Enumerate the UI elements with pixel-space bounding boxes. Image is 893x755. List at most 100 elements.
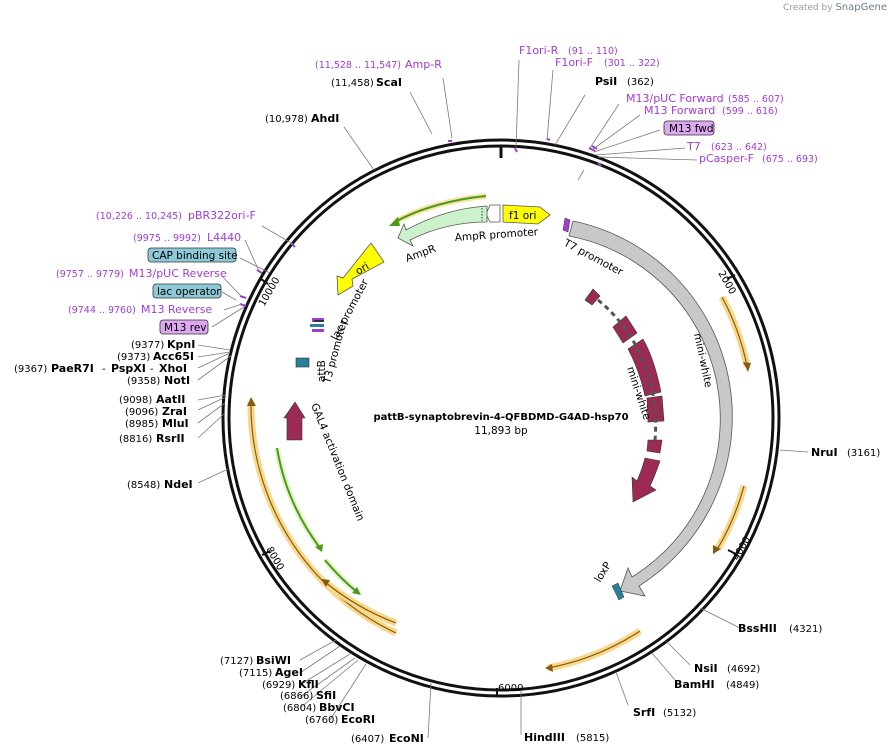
ampr-promoter-label: AmpR promoter	[454, 226, 539, 244]
loxp-marker	[611, 582, 625, 601]
ecori-name: EcoRI	[341, 713, 375, 726]
pcasper-f-name: pCasper-F	[699, 152, 754, 165]
gal4-label: GAL4 activation domain	[308, 402, 366, 523]
t7-promoter-marker	[562, 217, 571, 233]
kpni-name: KpnI	[167, 338, 195, 351]
lac-operator-label: lac operator	[157, 286, 221, 298]
ori-label: ori	[354, 260, 372, 277]
f1-ori-arrow	[502, 204, 551, 225]
pspxi-name: PspXI	[111, 362, 146, 375]
f1-ori-label: f1 ori	[509, 210, 536, 222]
ecori-pos: (6760)	[305, 715, 338, 726]
combo-sep-1: -	[102, 364, 106, 375]
paer7i-name: PaeR7I	[51, 362, 94, 375]
nsii-name: NsiI	[694, 662, 718, 675]
psii-pos: (362)	[627, 77, 654, 88]
f1ori-f-name: F1ori-F	[555, 56, 593, 69]
m13-forward-pos: (599 .. 616)	[722, 106, 778, 117]
bsiwi-pos: (7127)	[220, 656, 253, 667]
rsrii-pos: (8816)	[119, 434, 152, 445]
gal4-arrow	[283, 401, 306, 441]
xhoi-name: XhoI	[159, 362, 187, 375]
t7-name: T7	[686, 140, 701, 153]
map-title: pattB-synaptobrevin-4-QFBDMD-G4AD-hsp70	[373, 412, 628, 423]
sfii-name: SfiI	[316, 689, 336, 702]
map-length: 11,893 bp	[474, 425, 528, 437]
ahdi-name: AhdI	[311, 112, 339, 125]
m13-puc-forward-name: M13/pUC Forward	[626, 92, 724, 105]
m13-forward-name: M13 Forward	[644, 104, 715, 117]
mini-white-intron-dash	[597, 298, 658, 441]
kfli-pos: (6929)	[262, 680, 295, 691]
scai-pos: (11,458)	[331, 78, 374, 89]
bsiwi-name: BsiWI	[256, 654, 291, 667]
snapgene-brand: SnapGene	[835, 2, 887, 13]
ndei-pos: (8548)	[127, 480, 160, 491]
bsshii-pos: (4321)	[789, 624, 822, 635]
psii-name: PsiI	[595, 75, 617, 88]
bamhi-name: BamHI	[674, 678, 715, 691]
sfii-pos: (6866)	[280, 691, 313, 702]
mlui-name: MluI	[162, 417, 189, 430]
m13-fwd-box	[663, 120, 715, 136]
hindiii-pos: (5815)	[576, 733, 609, 744]
noti-pos: (9358)	[127, 376, 160, 387]
cap-binding-site-box	[147, 247, 237, 263]
zrai-pos: (9096)	[125, 407, 158, 418]
bsshii-name: BssHII	[738, 622, 777, 635]
f1ori-r-pos: (91 .. 110)	[568, 46, 618, 57]
m13-fwd-label: M13 fwd	[669, 123, 714, 135]
ampr-promoter-arrow	[485, 204, 501, 223]
attb-box	[295, 357, 310, 368]
m13-rev-box	[159, 319, 209, 335]
ampr-green-line	[394, 195, 487, 223]
agei-name: AgeI	[275, 666, 303, 679]
acc65i-name: Acc65I	[153, 350, 194, 363]
econi-name: EcoNI	[389, 732, 424, 745]
l4440-pos: (9975 .. 9992)	[133, 233, 201, 244]
m13-puc-reverse-pos: (9757 .. 9779)	[56, 269, 124, 280]
leader-lines	[197, 59, 809, 739]
pbr322ori-f-pos: (10,226 .. 10,245)	[96, 211, 182, 222]
m13-rev-label: M13 rev	[164, 322, 207, 334]
ampr-label: AmpR	[404, 243, 438, 265]
ndei-name: NdeI	[164, 478, 193, 491]
acc65i-pos: (9373)	[117, 352, 150, 363]
attb-label: attB	[316, 360, 328, 382]
bamhi-pos: (4849)	[726, 680, 759, 691]
srfi-name: SrfI	[633, 706, 655, 719]
rsrii-name: RsrII	[156, 432, 185, 445]
orange-arrows-right	[545, 295, 751, 672]
pbr322ori-f-name: pBR322ori-F	[188, 209, 256, 222]
m13-puc-forward-pos: (585 .. 607)	[728, 94, 784, 105]
scale-ticks	[260, 274, 737, 696]
loxp-label: loxP	[592, 560, 614, 585]
tick-6000: 6000	[498, 683, 523, 694]
ori-arrow	[336, 242, 385, 296]
ahdi-pos: (10,978)	[265, 114, 308, 125]
primer-marks-top	[239, 138, 602, 307]
nrui-name: NruI	[811, 446, 838, 459]
nsii-pos: (4692)	[727, 664, 760, 675]
left-arrows	[247, 397, 398, 637]
m13-puc-reverse-name: M13/pUC Reverse	[129, 267, 227, 280]
bbvci-pos: (6804)	[283, 703, 316, 714]
lac-region	[310, 318, 324, 332]
t7-pos: (623 .. 642)	[711, 142, 767, 153]
kfli-name: KflI	[298, 678, 319, 691]
aatii-name: AatII	[156, 393, 185, 406]
f1ori-r-name: F1ori-R	[519, 44, 559, 57]
tick-2000: 2000	[715, 269, 737, 297]
pcasper-f-pos: (675 .. 693)	[762, 154, 818, 165]
aatii-pos: (9098)	[119, 395, 152, 406]
ampr-green-head	[389, 217, 400, 226]
combo-sep-2: -	[150, 364, 154, 375]
credit-prefix: Created by	[783, 3, 833, 13]
mlui-pos: (8985)	[125, 419, 158, 430]
tick-4000: 4000	[731, 535, 753, 563]
l4440-name: L4440	[207, 231, 241, 244]
cap-binding-site-label: CAP binding site	[152, 250, 238, 262]
snapgene-credit: Created by SnapGene	[783, 2, 887, 13]
backbone-outer-ring	[221, 138, 781, 698]
